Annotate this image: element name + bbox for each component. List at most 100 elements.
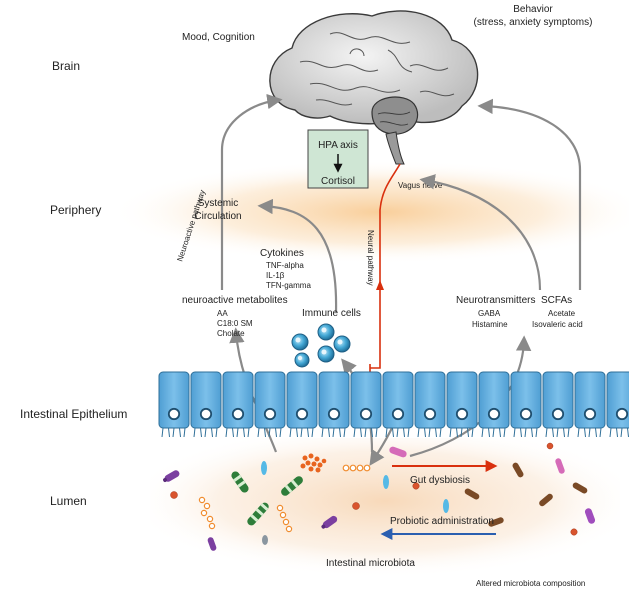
neural-pathway-label: Neural pathway xyxy=(366,230,375,286)
immune-cell xyxy=(317,345,335,363)
epithelial-cell xyxy=(606,371,629,429)
cell-nucleus xyxy=(295,407,309,421)
bacterium-purple xyxy=(207,537,217,551)
immune-cell xyxy=(294,352,310,368)
microvillus xyxy=(616,427,618,438)
cell-nucleus xyxy=(167,407,181,421)
cell-nucleus xyxy=(327,407,341,421)
bacterium-purple xyxy=(321,515,338,529)
microvillus xyxy=(268,427,271,438)
microvillus xyxy=(183,427,186,438)
circulation-label: Circulation xyxy=(194,211,241,222)
cortisol-label: Cortisol xyxy=(321,176,355,187)
scfas-title: SCFAs xyxy=(541,295,572,306)
altered-composition-label: Altered microbiota composition xyxy=(476,579,585,588)
bacterium-pink xyxy=(389,446,407,458)
arrow-immune-to-systemic xyxy=(257,198,338,313)
brain-illustration xyxy=(269,10,479,165)
microvillus xyxy=(179,427,181,438)
microvillus xyxy=(396,427,399,438)
microvillus xyxy=(620,427,623,438)
hpa-axis-box: HPA axis Cortisol xyxy=(307,129,369,189)
microvillus xyxy=(609,427,612,438)
microvillus xyxy=(392,427,394,438)
metabolite-cluster xyxy=(300,453,327,473)
systemic-label: Systemic xyxy=(198,198,239,209)
microvillus xyxy=(513,427,516,438)
microvillus xyxy=(435,427,437,438)
microvillus xyxy=(243,427,245,438)
microvillus xyxy=(339,427,341,438)
microvillus xyxy=(360,427,362,438)
microvillus xyxy=(225,427,228,438)
microvillus xyxy=(375,427,378,438)
arrow-neurotransmitters-to-brain xyxy=(477,98,582,290)
cell-nucleus xyxy=(487,407,501,421)
cell-nucleus xyxy=(199,407,213,421)
level-periphery: Periphery xyxy=(50,203,101,217)
microvillus xyxy=(556,427,559,438)
neurotransmitters-title: Neurotransmitters xyxy=(456,295,535,306)
microvillus xyxy=(172,427,175,438)
arrow-metabolites-to-brain xyxy=(220,93,283,290)
microvillus xyxy=(343,427,346,438)
microvillus xyxy=(211,427,213,438)
microvillus xyxy=(428,427,431,438)
metabolite-3: Cholate xyxy=(217,329,245,338)
microvillus xyxy=(296,427,298,438)
cytokine-1: TNF-alpha xyxy=(266,261,304,270)
microbes xyxy=(163,442,596,551)
microvillus xyxy=(563,427,565,438)
microvillus xyxy=(289,427,292,438)
gut-dysbiosis-label: Gut dysbiosis xyxy=(410,475,470,486)
microvillus xyxy=(460,427,463,438)
immune-cell xyxy=(291,333,309,351)
microvillus xyxy=(503,427,506,438)
behavior-sublabel: (stress, anxiety symptoms) xyxy=(474,17,593,28)
scfa-1: Acetate xyxy=(548,309,576,318)
arrow-into-lumen xyxy=(369,427,393,466)
microvillus xyxy=(449,427,452,438)
bacterium-gray xyxy=(262,535,268,545)
microvillus xyxy=(168,427,170,438)
microvillus xyxy=(627,427,629,438)
microvillus xyxy=(439,427,442,438)
microvillus xyxy=(424,427,426,438)
microvillus xyxy=(300,427,303,438)
microvillus xyxy=(247,427,250,438)
microvillus xyxy=(488,427,490,438)
cell-nucleus xyxy=(423,407,437,421)
hpa-axis-label: HPA axis xyxy=(318,140,358,151)
microvillus xyxy=(328,427,330,438)
periphery-band xyxy=(110,160,629,264)
scfa-2: Isovaleric acid xyxy=(532,320,583,329)
microvillus xyxy=(307,427,309,438)
cell-nucleus xyxy=(231,407,245,421)
bacterium-rod xyxy=(281,476,303,496)
microvillus xyxy=(257,427,260,438)
metabolites-title: neuroactive metabolites xyxy=(182,295,288,306)
neurotransmitter-2: Histamine xyxy=(472,320,508,329)
microvillus xyxy=(215,427,218,438)
bacterium-pink xyxy=(555,458,565,474)
microvillus xyxy=(364,427,367,438)
cocci-red xyxy=(170,442,578,536)
microvillus xyxy=(353,427,356,438)
microvillus xyxy=(567,427,570,438)
microvillus xyxy=(371,427,373,438)
cell-nucleus xyxy=(455,407,469,421)
microvillus xyxy=(599,427,602,438)
neurotransmitter-1: GABA xyxy=(478,309,501,318)
microvillus xyxy=(332,427,335,438)
bacterium-purple xyxy=(163,470,180,482)
microvillus xyxy=(481,427,484,438)
microvillus xyxy=(492,427,495,438)
level-brain: Brain xyxy=(52,59,80,73)
microvillus xyxy=(193,427,196,438)
microvillus xyxy=(588,427,591,438)
immune-cells xyxy=(291,323,351,368)
microvillus xyxy=(499,427,501,438)
bacterium-rod xyxy=(231,471,249,493)
microvillus xyxy=(417,427,420,438)
